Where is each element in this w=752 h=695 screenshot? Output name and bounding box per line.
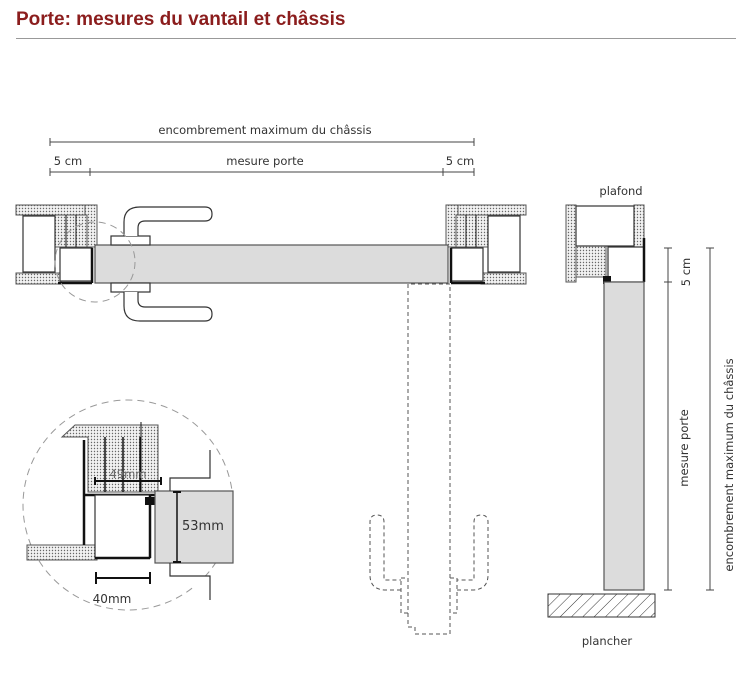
door-leaf-plan (94, 244, 449, 284)
page-title: Porte: mesures du vantail et châssis (16, 9, 346, 30)
elevation-door-label: mesure porte (677, 409, 691, 486)
floor-label: plancher (582, 634, 633, 648)
elevation-margin-label: 5 cm (679, 258, 693, 287)
left-frame (15, 204, 98, 285)
door-width-label: mesure porte (226, 154, 303, 168)
frame-width-label: 40mm (93, 592, 132, 606)
title-divider (16, 38, 736, 39)
overall-label: encombrement maximum du châssis (158, 123, 371, 137)
door-thickness-label: 53mm (182, 519, 224, 534)
door-leaf-elevation (603, 281, 645, 591)
door-handle-plan (110, 206, 213, 322)
elevation-overall-label: encombrement maximum du châssis (722, 358, 736, 571)
detail-callout-circle (54, 221, 136, 303)
frame-depth-label: 49mm (109, 467, 146, 481)
elevation-view: plafond plancher 5 cm mesure porte encom… (547, 184, 736, 648)
left-margin-label: 5 cm (54, 154, 83, 168)
door-dimension: 5 cm mesure porte 5 cm (49, 154, 475, 176)
right-frame (445, 204, 527, 285)
detail-enlargement: 49mm 53mm 40mm (22, 399, 234, 611)
floor-hatch (547, 593, 656, 618)
ceiling-label: plafond (599, 184, 642, 198)
right-margin-label: 5 cm (446, 154, 475, 168)
open-door-outline (369, 283, 489, 635)
overall-dimension: encombrement maximum du châssis (49, 123, 475, 146)
